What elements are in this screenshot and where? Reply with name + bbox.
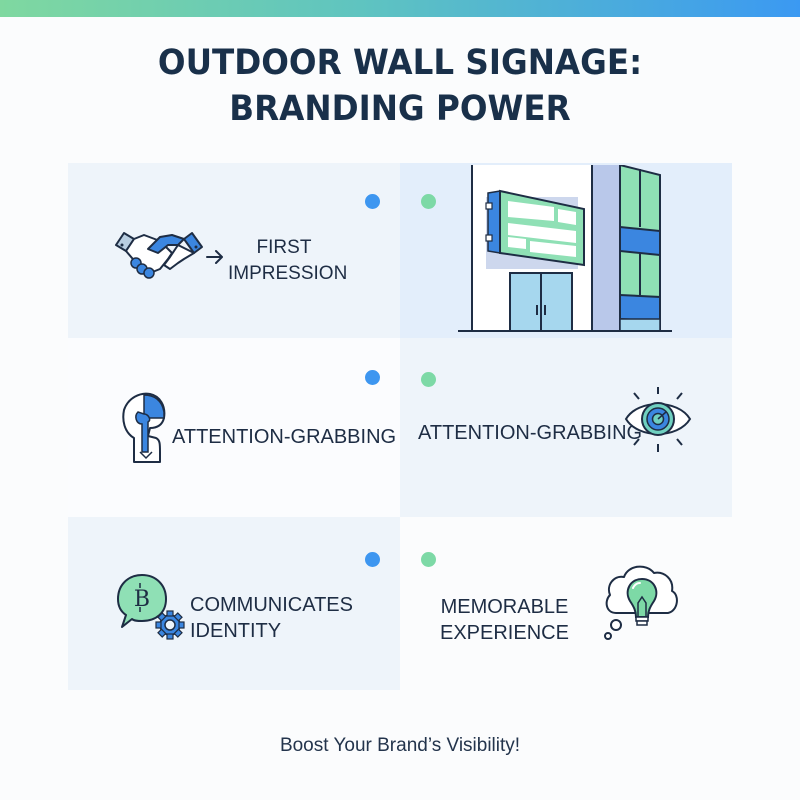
- head-profile-icon: [122, 392, 166, 463]
- handshake-arrow-icon: [115, 232, 223, 279]
- chat-bitcoin-gear-icon: B: [117, 574, 185, 640]
- cell-storefront: [400, 163, 732, 338]
- svg-text:B: B: [134, 587, 150, 612]
- label-line-2: EXPERIENCE: [440, 622, 569, 644]
- cell-memorable-experience: MEMORABLE EXPERIENCE: [400, 517, 732, 690]
- cell-label: ATTENTION-GRABBING: [418, 420, 642, 446]
- label-line-1: COMMUNICATES: [190, 594, 353, 616]
- benefits-grid: FIRST IMPRESSION: [68, 163, 732, 690]
- label-line-1: ATTENTION-GRABBING: [418, 422, 643, 444]
- green-dot: [421, 552, 436, 567]
- page-title: OUTDOOR WALL SIGNAGE: BRANDING POWER: [28, 40, 772, 132]
- cell-attention-grabbing-right: ATTENTION-GRABBING: [400, 338, 732, 517]
- cell-label: ATTENTION-GRABBING: [172, 424, 396, 450]
- label-line-1: MEMORABLE: [440, 596, 569, 618]
- cell-label: FIRST: [234, 235, 334, 261]
- storefront-building-icon: [458, 165, 672, 332]
- label-line-1: FIRST: [256, 237, 312, 258]
- blue-dot: [365, 552, 380, 567]
- cell-label: IMPRESSION: [228, 261, 347, 287]
- cell-attention-grabbing-left: ATTENTION-GRABBING: [68, 338, 400, 517]
- cell-communicates-identity: B COMMUNICATES IDENTITY: [68, 517, 400, 690]
- blue-dot: [365, 194, 380, 209]
- top-gradient-bar: [0, 0, 800, 17]
- label-line-1: ATTENTION-GRABBING: [172, 426, 397, 448]
- label-line-2: IDENTITY: [190, 620, 282, 642]
- thought-lightbulb-icon: [604, 565, 678, 640]
- footer-tagline: Boost Your Brand’s Visibility!: [279, 735, 521, 756]
- green-dot: [421, 194, 436, 209]
- cell-first-impression: FIRST IMPRESSION: [68, 163, 400, 338]
- green-dot: [421, 372, 436, 387]
- title-line-2: BRANDING POWER: [229, 89, 571, 129]
- blue-dot: [365, 370, 380, 385]
- title-line-1: OUTDOOR WALL SIGNAGE:: [157, 43, 643, 83]
- cell-label: COMMUNICATES IDENTITY: [190, 592, 353, 644]
- eye-target-icon: [624, 387, 692, 452]
- cell-label: MEMORABLE EXPERIENCE: [440, 594, 569, 646]
- label-line-2: IMPRESSION: [228, 263, 348, 284]
